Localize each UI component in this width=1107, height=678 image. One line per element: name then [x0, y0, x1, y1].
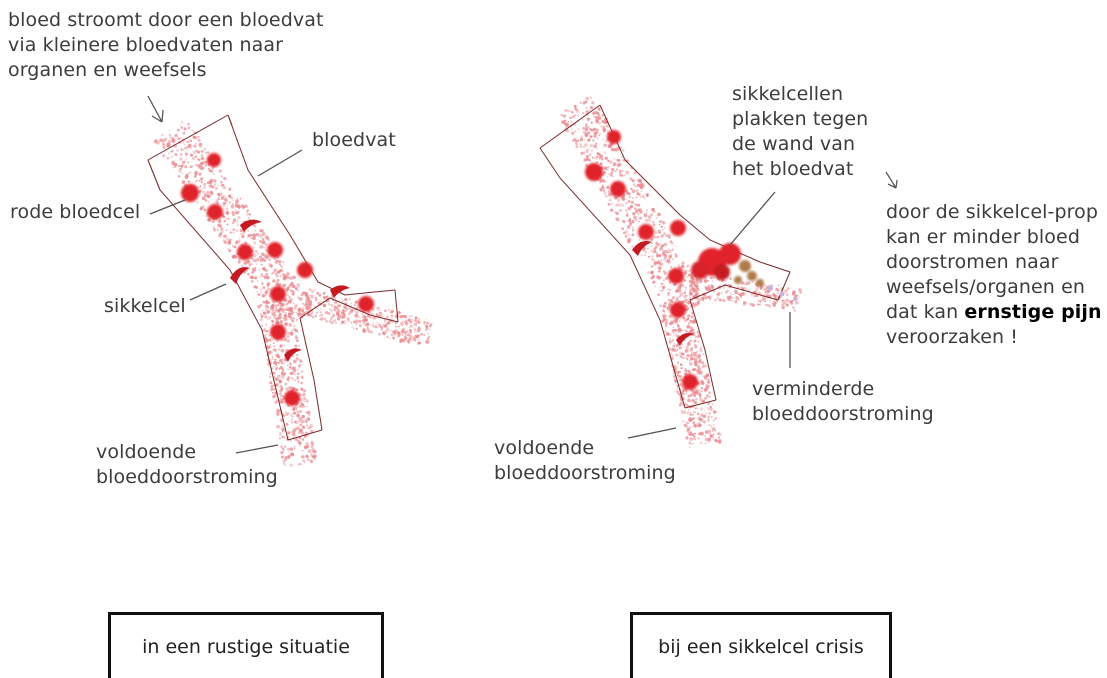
red-blood-cell	[585, 163, 603, 181]
left-vessel	[148, 115, 433, 467]
red-blood-cell	[682, 374, 698, 390]
red-blood-cell	[670, 220, 686, 236]
sickle-pointer	[190, 284, 226, 300]
sickle-label: sikkelcel	[104, 294, 186, 319]
intro-arrow	[148, 96, 163, 122]
red-blood-cell	[284, 390, 300, 406]
note-arrow	[886, 172, 897, 188]
right-red-cells	[585, 130, 698, 390]
sickle-cell	[632, 241, 652, 256]
caption-box-right: bij een sikkelcel crisis	[630, 612, 892, 678]
red-blood-cell	[267, 242, 283, 258]
left-flow-label: voldoende bloeddoorstroming	[96, 440, 278, 490]
caption-box-left: in een rustige situatie	[108, 612, 384, 678]
pain-note: door de sikkelcel-prop kan er minder blo…	[886, 200, 1102, 350]
red-blood-cell	[270, 324, 286, 340]
red-blood-cell	[638, 224, 654, 240]
intro-label: bloed stroomt door een bloedvat via klei…	[8, 8, 324, 83]
red-blood-cell	[670, 302, 686, 318]
left-blood-speckle	[154, 121, 433, 467]
sickle-cell	[230, 267, 250, 284]
rbc-label: rode bloedcel	[10, 200, 140, 225]
stick-pointer	[730, 192, 775, 245]
pain-note-end: veroorzaken !	[886, 326, 1018, 348]
reduced-flow-label: verminderde bloeddoorstroming	[752, 377, 934, 427]
sickle-cell	[240, 220, 262, 232]
caption-left: in een rustige situatie	[142, 636, 350, 658]
red-blood-cell	[207, 153, 221, 167]
red-blood-cell	[297, 262, 313, 278]
red-blood-cell	[270, 286, 286, 302]
pain-note-bold: ernstige pijn	[964, 301, 1101, 323]
vessel-pointer	[258, 150, 302, 176]
sickle-cell-clot	[691, 243, 764, 287]
stick-label: sikkelcellen plakken tegen de wand van h…	[732, 82, 868, 182]
vessel-label: bloedvat	[312, 128, 396, 153]
red-blood-cell	[181, 184, 199, 202]
left-vessel-wall	[148, 115, 398, 440]
red-blood-cell	[207, 204, 223, 220]
red-blood-cell	[610, 181, 626, 197]
right-flow-label: voldoende bloeddoorstroming	[494, 436, 676, 486]
red-blood-cell	[358, 296, 374, 312]
red-blood-cell	[237, 244, 253, 260]
caption-right: bij een sikkelcel crisis	[658, 636, 864, 658]
red-blood-cell	[607, 130, 621, 144]
red-blood-cell	[668, 268, 684, 284]
